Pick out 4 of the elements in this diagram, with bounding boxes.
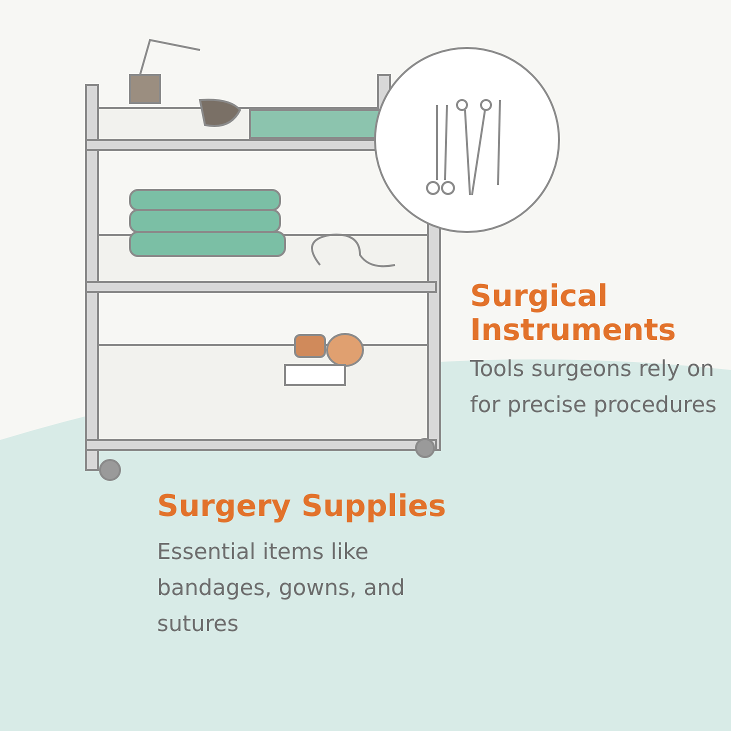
section-description: Tools surgeons rely on for precise procedures	[470, 356, 718, 420]
section-heading: Surgery Supplies	[157, 490, 448, 524]
section-heading: Surgical Instruments	[470, 280, 678, 348]
section-description: Essential items like bandages, gowns, and sutures	[157, 539, 406, 639]
